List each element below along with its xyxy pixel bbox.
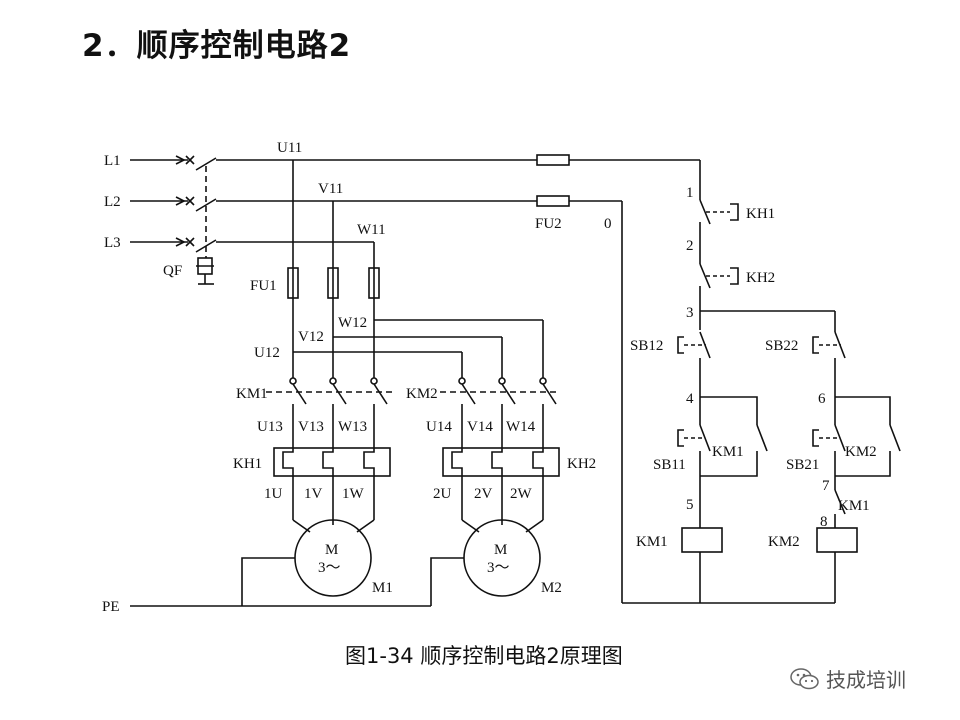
label-node-4: 4 <box>686 391 694 407</box>
label-w11: W11 <box>357 222 386 238</box>
label-node-2: 2 <box>686 238 694 254</box>
label-fu2: FU2 <box>535 216 562 232</box>
label-l3: L3 <box>104 235 121 251</box>
label-sb22: SB22 <box>765 338 798 354</box>
label-node-3: 3 <box>686 305 694 321</box>
label-node-8: 8 <box>820 514 828 530</box>
label-2u: 2U <box>433 486 452 502</box>
label-kh1-main: KH1 <box>233 456 262 472</box>
label-kh2-main: KH2 <box>567 456 596 472</box>
label-l1: L1 <box>104 153 121 169</box>
label-v11: V11 <box>318 181 343 197</box>
label-sb21: SB21 <box>786 457 819 473</box>
label-u11: U11 <box>277 140 302 156</box>
label-u12: U12 <box>254 345 280 361</box>
label-km2-main: KM2 <box>406 386 438 402</box>
label-w12: W12 <box>338 315 367 331</box>
watermark: 技成培训 <box>790 664 906 693</box>
label-1w: 1W <box>342 486 365 502</box>
label-v12: V12 <box>298 329 324 345</box>
label-sb12: SB12 <box>630 338 663 354</box>
label-node-5: 5 <box>686 497 694 513</box>
label-u14: U14 <box>426 419 452 435</box>
label-km1-hold: KM1 <box>712 444 744 460</box>
motor-m1-letter: M <box>325 542 338 558</box>
label-2w: 2W <box>510 486 533 502</box>
page-title: 2．顺序控制电路2 <box>82 28 352 64</box>
label-1u: 1U <box>264 486 283 502</box>
label-2v: 2V <box>474 486 493 502</box>
label-node-0: 0 <box>604 216 612 232</box>
label-w13: W13 <box>338 419 367 435</box>
label-km2-hold: KM2 <box>845 444 877 460</box>
motor-m2-letter: M <box>494 542 507 558</box>
label-km1-main: KM1 <box>236 386 268 402</box>
label-m2: M2 <box>541 580 562 596</box>
label-km2-coil: KM2 <box>768 534 800 550</box>
label-node-6: 6 <box>818 391 826 407</box>
label-v13: V13 <box>298 419 324 435</box>
label-km1-coil: KM1 <box>636 534 668 550</box>
watermark-text: 技成培训 <box>826 668 906 692</box>
label-qf: QF <box>163 263 182 279</box>
label-u13: U13 <box>257 419 283 435</box>
label-km1-interlock: KM1 <box>838 498 870 514</box>
wechat-icon <box>790 667 819 689</box>
label-kh2-ctrl: KH2 <box>746 270 775 286</box>
label-l2: L2 <box>104 194 121 210</box>
motor-m1-phase: 3～ <box>318 560 341 576</box>
label-node-1: 1 <box>686 185 694 201</box>
motor-m2-phase: 3～ <box>487 560 510 576</box>
label-node-7: 7 <box>822 478 830 494</box>
label-1v: 1V <box>304 486 323 502</box>
label-v14: V14 <box>467 419 493 435</box>
label-kh1-ctrl: KH1 <box>746 206 775 222</box>
label-pe: PE <box>102 599 120 615</box>
label-fu1: FU1 <box>250 278 277 294</box>
figure-caption: 图1-34 顺序控制电路2原理图 <box>345 644 623 668</box>
label-w14: W14 <box>506 419 536 435</box>
label-m1: M1 <box>372 580 393 596</box>
label-sb11: SB11 <box>653 457 686 473</box>
